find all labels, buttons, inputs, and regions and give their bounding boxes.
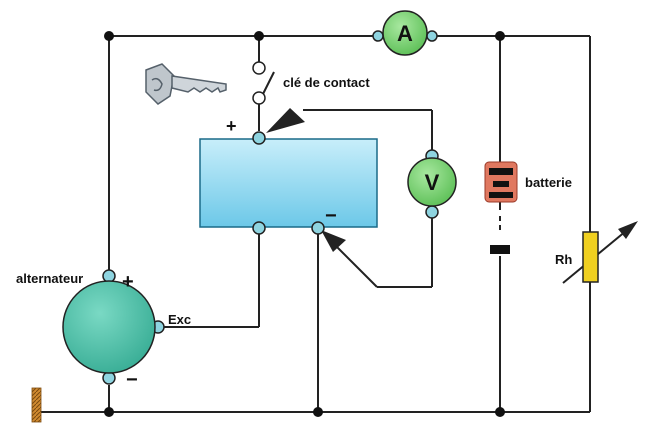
- alternator: alternateur + − Exc: [16, 271, 191, 391]
- regulator-box: [199, 138, 378, 228]
- voltmeter-label: V: [425, 170, 440, 195]
- rheostat-label: Rh: [555, 252, 572, 267]
- box-plus-sign: +: [226, 116, 237, 136]
- junction-top-key: [254, 31, 264, 41]
- terminal-volt-bottom: [425, 205, 439, 219]
- alternator-label: alternateur: [16, 271, 83, 286]
- battery-label: batterie: [525, 175, 572, 190]
- junctions: [104, 31, 505, 417]
- box-minus-sign: −: [325, 205, 337, 227]
- terminal-box-plus: [252, 131, 266, 145]
- junction-bottom-alt: [104, 407, 114, 417]
- junction-top-battery: [495, 31, 505, 41]
- rheostat-arrow-head: [618, 221, 638, 239]
- terminals: [102, 131, 439, 385]
- rheostat: Rh: [555, 231, 599, 283]
- terminal-alt-plus: [102, 269, 116, 283]
- terminal-box-minus: [311, 221, 325, 235]
- arrow-minus-terminal: [321, 230, 346, 252]
- ground-icon: [31, 387, 42, 423]
- ammeter: A: [372, 10, 438, 56]
- battery: batterie: [484, 161, 572, 254]
- arrow-plus-terminal: [266, 108, 305, 133]
- key-icon: [145, 63, 227, 105]
- alternator-minus-sign: −: [126, 369, 138, 391]
- switch-contact-top: [252, 61, 266, 75]
- ammeter-label: A: [397, 21, 413, 46]
- voltmeter: V: [407, 157, 457, 207]
- terminal-alt-minus: [102, 371, 116, 385]
- ignition-key-label: clé de contact: [283, 75, 370, 90]
- switch-contact-bottom: [252, 91, 266, 105]
- terminal-box-exc: [252, 221, 266, 235]
- junction-top-left: [104, 31, 114, 41]
- junction-bottom-battery: [495, 407, 505, 417]
- excitation-label: Exc: [168, 312, 191, 327]
- junction-bottom-minus: [313, 407, 323, 417]
- alternator-plus-sign: +: [122, 271, 134, 293]
